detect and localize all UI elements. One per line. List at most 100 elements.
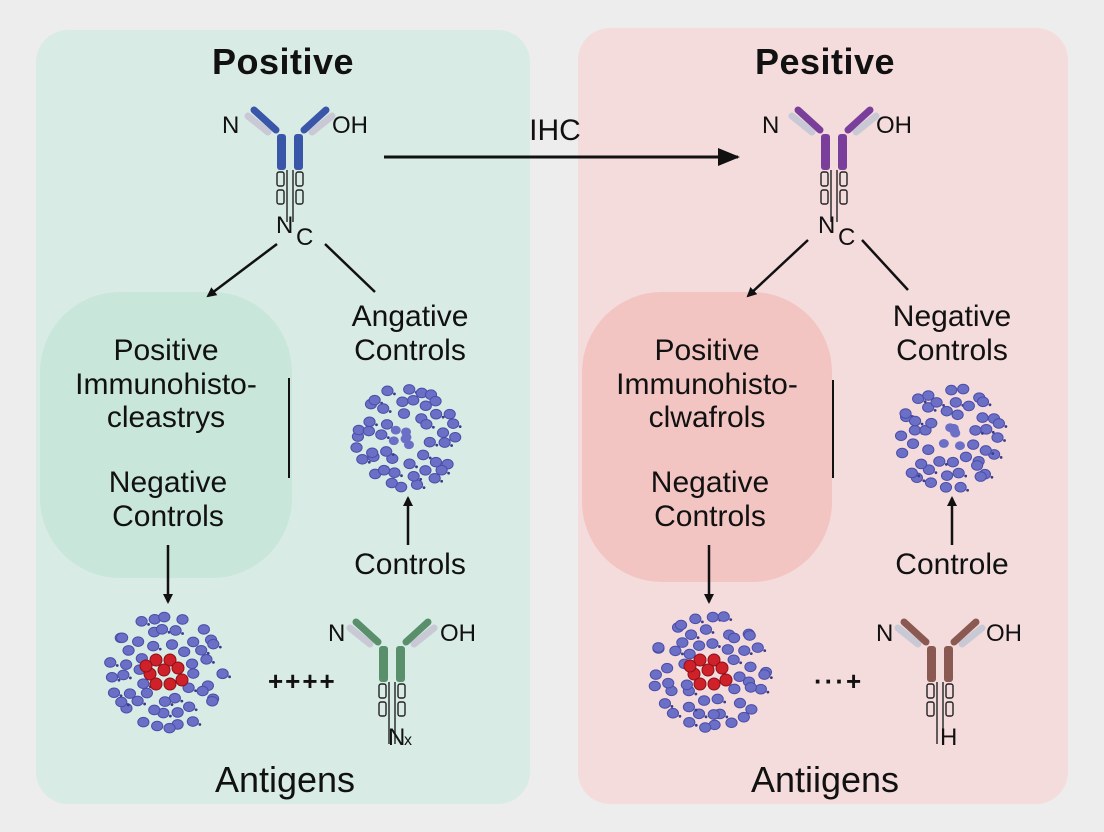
cell — [429, 395, 442, 407]
cell — [381, 385, 394, 397]
left-top-antibody-c: C — [296, 224, 314, 251]
cell — [717, 611, 730, 622]
right-branch-arrow — [746, 239, 809, 298]
right-bottom-antibody-h: H — [940, 724, 958, 751]
cell — [123, 688, 136, 699]
cell — [919, 424, 932, 436]
cell — [443, 408, 456, 420]
cell — [933, 456, 946, 467]
cell — [915, 458, 928, 470]
antigen-dot — [157, 663, 171, 677]
cell — [706, 638, 719, 649]
right-top-antibody-n: N — [762, 112, 780, 139]
cell — [992, 418, 1006, 429]
cell — [912, 393, 925, 405]
cell — [652, 642, 665, 653]
cell — [377, 464, 391, 476]
cell — [689, 613, 702, 625]
cell — [969, 425, 982, 436]
cell — [692, 708, 706, 720]
cell — [906, 438, 920, 449]
left-blob-negative-text: Negative Controls — [40, 466, 296, 533]
cell — [971, 460, 984, 471]
cell — [137, 678, 150, 689]
cell — [733, 671, 746, 683]
cell — [388, 467, 401, 478]
cell — [699, 624, 713, 635]
cell — [951, 409, 964, 421]
cell — [176, 614, 189, 625]
cell — [946, 456, 960, 468]
antigen-dot — [707, 653, 721, 667]
cell — [680, 679, 693, 691]
cell — [116, 632, 129, 644]
cell — [922, 464, 936, 475]
cell — [648, 680, 661, 692]
left-bottom-antibody-sub: x — [404, 732, 412, 749]
cell — [105, 671, 119, 683]
cell — [423, 436, 436, 448]
cell — [682, 701, 696, 713]
right-blob-line-3: clwafrols — [648, 401, 766, 435]
left-bottom-antibody-n2: N — [388, 724, 406, 751]
cell — [417, 449, 430, 461]
cell — [974, 471, 987, 482]
cell — [899, 408, 912, 419]
cell — [435, 464, 448, 476]
left-bottom-antibody-icon — [346, 618, 438, 744]
cell — [438, 437, 451, 448]
right-bottom-antibody-n: N — [876, 620, 894, 647]
left-negative-cell-cluster — [350, 384, 462, 493]
left-dots-connector: ++++ — [268, 666, 337, 696]
right-negative-line-1: Negative — [650, 466, 770, 499]
left-controls-blob — [40, 292, 292, 578]
cell — [185, 658, 199, 670]
left-blob-text: Positive Immunohisto- cleastrys — [40, 334, 292, 435]
cell — [135, 616, 148, 627]
cell — [706, 611, 719, 623]
cell — [182, 682, 195, 694]
cell — [674, 619, 688, 631]
cell — [745, 704, 758, 715]
cell — [350, 442, 363, 453]
cell — [147, 640, 160, 652]
cell — [737, 711, 750, 723]
cell — [183, 701, 196, 713]
left-branch-line — [324, 243, 376, 293]
cell — [447, 418, 460, 429]
cell — [699, 722, 712, 733]
cell — [352, 424, 365, 436]
cell — [676, 637, 689, 648]
cell — [397, 408, 411, 419]
antigen-dot — [701, 663, 715, 677]
right-bottom-label: Antiigens — [750, 759, 900, 800]
cell — [727, 654, 740, 666]
antigen-dot — [163, 677, 177, 691]
cell — [959, 451, 973, 463]
cell — [952, 467, 965, 479]
left-top-antibody-n2: N — [276, 212, 294, 239]
cell — [368, 394, 381, 406]
cell — [976, 412, 989, 423]
cell — [107, 687, 121, 699]
cell — [362, 425, 375, 437]
antigen-dot — [707, 677, 721, 691]
right-bottom-antibody-icon — [894, 618, 986, 744]
cell — [388, 436, 399, 446]
ihc-label: IHC — [529, 114, 581, 147]
cell — [363, 416, 376, 428]
cell — [117, 669, 130, 681]
cell — [733, 697, 747, 709]
cell — [692, 640, 706, 651]
cell — [758, 669, 771, 680]
antigen-dot — [693, 653, 707, 667]
left-negative-line-1: Negative — [108, 466, 228, 499]
cell — [380, 446, 393, 457]
left-blob-line-1: Positive — [113, 334, 219, 367]
cell — [905, 467, 918, 479]
cell — [137, 716, 150, 728]
left-negative-line-2: Controls — [112, 499, 224, 533]
cell — [158, 611, 171, 623]
cell — [707, 709, 720, 720]
cell — [115, 696, 128, 708]
